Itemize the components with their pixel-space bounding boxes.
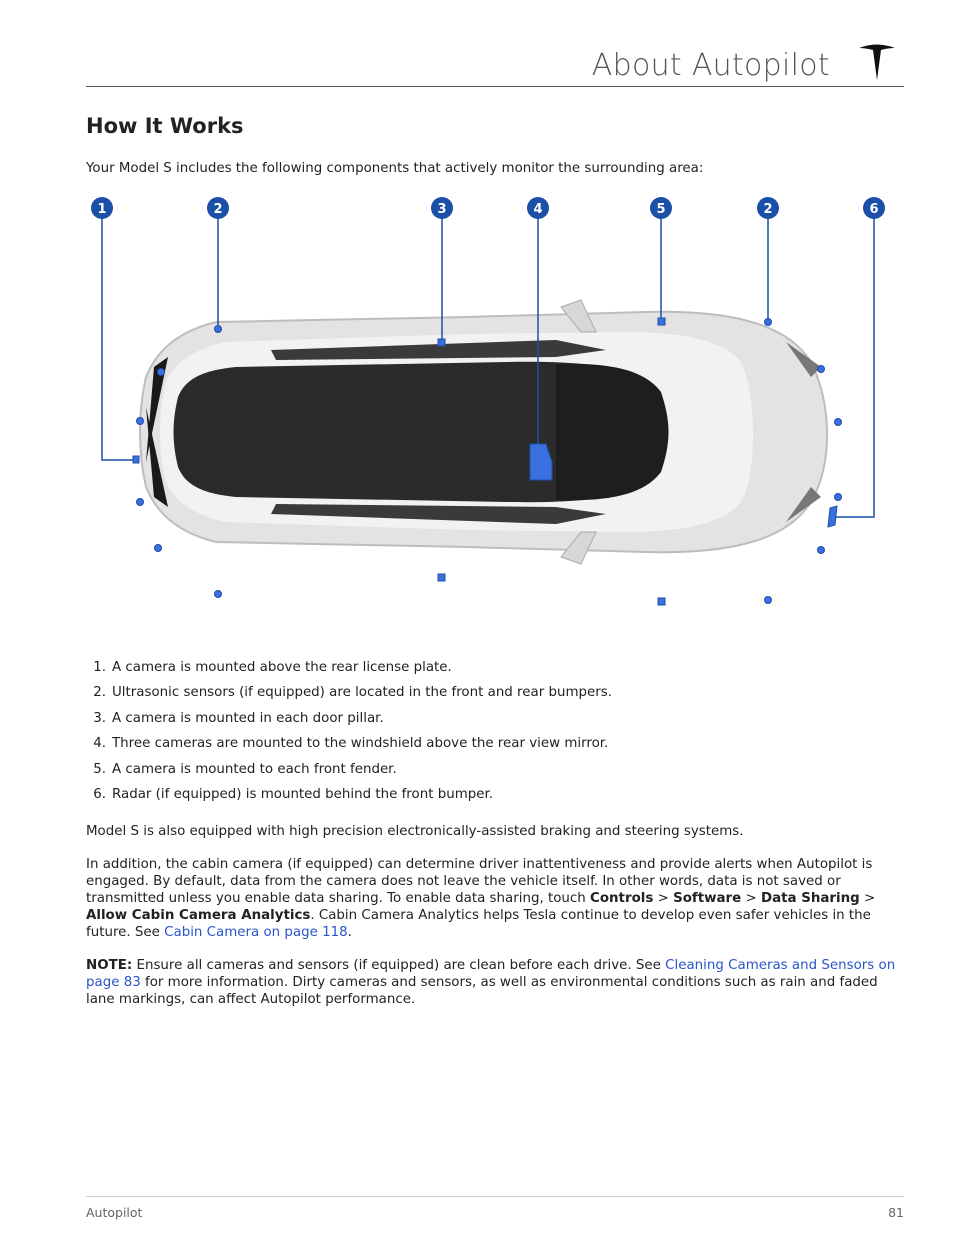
footer-section: Autopilot [86, 1205, 143, 1220]
cabin-camera-paragraph: In addition, the cabin camera (if equipp… [86, 857, 876, 940]
page-header-title: About Autopilot [591, 48, 830, 83]
intro-text: Your Model S includes the following comp… [86, 161, 704, 176]
list-item: 4.Three cameras are mounted to the winds… [93, 736, 609, 752]
callout-leader-lines [101, 210, 875, 518]
callout-6: 6 [863, 197, 885, 219]
callout-2a: 2 [207, 197, 229, 219]
callout-5: 5 [650, 197, 672, 219]
svg-text:6: 6 [869, 202, 878, 217]
list-item: 3.A camera is mounted in each door pilla… [93, 710, 384, 726]
svg-text:5: 5 [656, 202, 665, 217]
component-list: 1.A camera is mounted above the rear lic… [86, 660, 612, 812]
header-divider [86, 86, 904, 87]
list-item: 1.A camera is mounted above the rear lic… [93, 660, 452, 675]
car-illustration [139, 299, 829, 565]
svg-text:2: 2 [763, 202, 772, 217]
cabin-camera-link[interactable]: Cabin Camera on page 118 [164, 925, 348, 940]
callout-2b: 2 [757, 197, 779, 219]
list-item: 2.Ultrasonic sensors (if equipped) are l… [93, 685, 612, 701]
svg-text:3: 3 [437, 202, 446, 217]
footer-divider [86, 1196, 904, 1197]
section-heading: How It Works [86, 114, 244, 138]
sensor-markers [132, 317, 842, 606]
list-item: 6.Radar (if equipped) is mounted behind … [93, 786, 494, 802]
car-sensor-diagram: 1 2 3 4 5 2 6 [91, 197, 885, 606]
tesla-logo [859, 44, 895, 80]
cleaning-sensors-link[interactable]: Cleaning Cameras and Sensors on page 83 [86, 958, 896, 990]
svg-text:1: 1 [97, 202, 106, 217]
note-paragraph: NOTE: Ensure all cameras and sensors (if… [86, 958, 896, 1007]
svg-text:2: 2 [213, 202, 222, 217]
list-item: 5.A camera is mounted to each front fend… [93, 761, 397, 777]
callout-3: 3 [431, 197, 453, 219]
braking-paragraph: Model S is also equipped with high preci… [86, 824, 744, 839]
note-label: NOTE: [86, 958, 133, 973]
callout-1: 1 [91, 197, 113, 219]
callout-4: 4 [527, 197, 549, 219]
page-number: 81 [888, 1205, 904, 1220]
callout-badges: 1 2 3 4 5 2 6 [91, 197, 885, 219]
svg-text:4: 4 [533, 202, 542, 217]
